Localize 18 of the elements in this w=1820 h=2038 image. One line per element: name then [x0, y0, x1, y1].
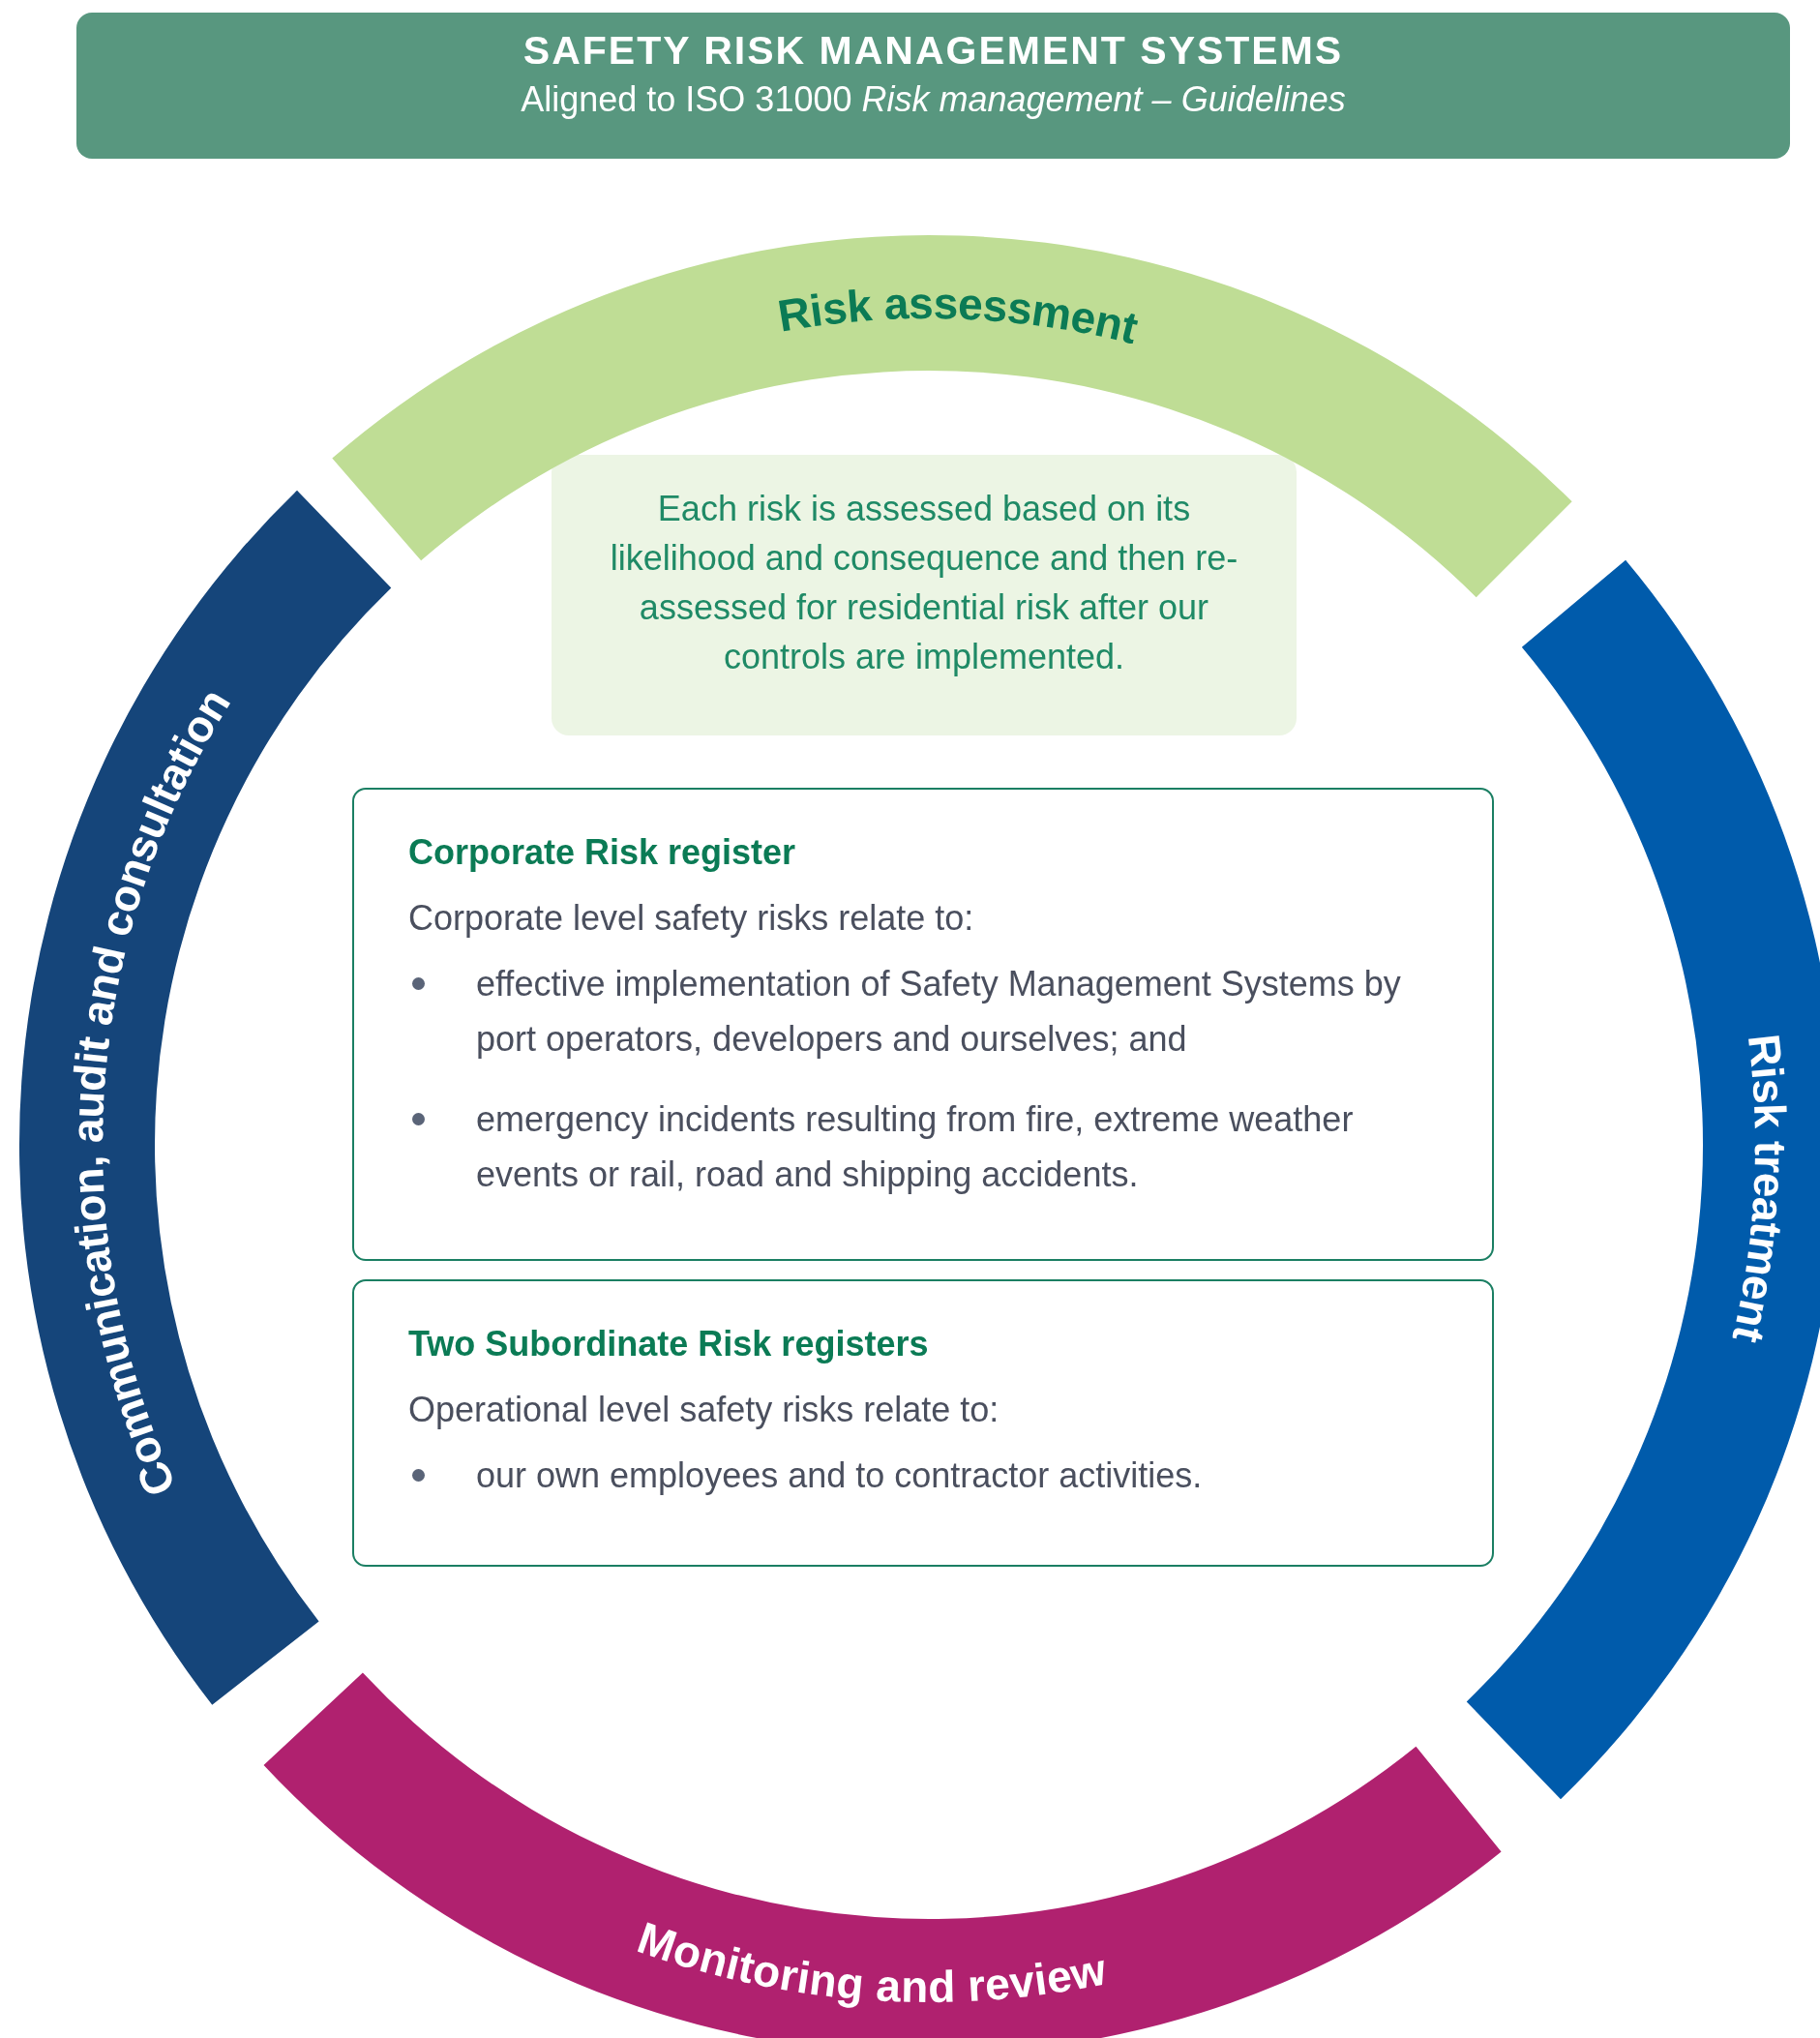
description-text: Each risk is assessed based on its likelihood and consequence and then re-assessed for residential risk after our controls are implemented.	[609, 488, 1239, 678]
card-heading: Corporate Risk register	[408, 832, 796, 873]
card-heading: Two Subordinate Risk registers	[408, 1324, 929, 1364]
segment-label: Risk assessment	[774, 277, 1144, 354]
register-card	[352, 788, 1494, 1261]
intro-text: Corporate level safety risks relate to:	[408, 898, 974, 939]
intro-text: Operational level safety risks relate to:	[408, 1390, 1000, 1430]
subtitle: Aligned to ISO 31000 Risk management – Guidelines	[521, 79, 1346, 120]
cycle-arc-segment	[20, 490, 392, 1705]
header-banner	[76, 13, 1790, 159]
cycle-arc-segment	[263, 1672, 1502, 2038]
title: SAFETY RISK MANAGEMENT SYSTEMS	[522, 28, 1344, 74]
description-panel	[552, 455, 1297, 735]
register-card	[352, 1279, 1494, 1567]
bullet-text: our own employees and to contractor activities.	[476, 1454, 1203, 1497]
bullet-text: emergency incidents resulting from fire, extreme weather events or rail, road and shipping accidents.	[476, 1098, 1355, 1196]
cycle-arc-segment	[1466, 559, 1820, 1800]
bullet-text: effective implementation of Safety Management Systems by port operators, developers and ourselves; and	[476, 963, 1402, 1061]
